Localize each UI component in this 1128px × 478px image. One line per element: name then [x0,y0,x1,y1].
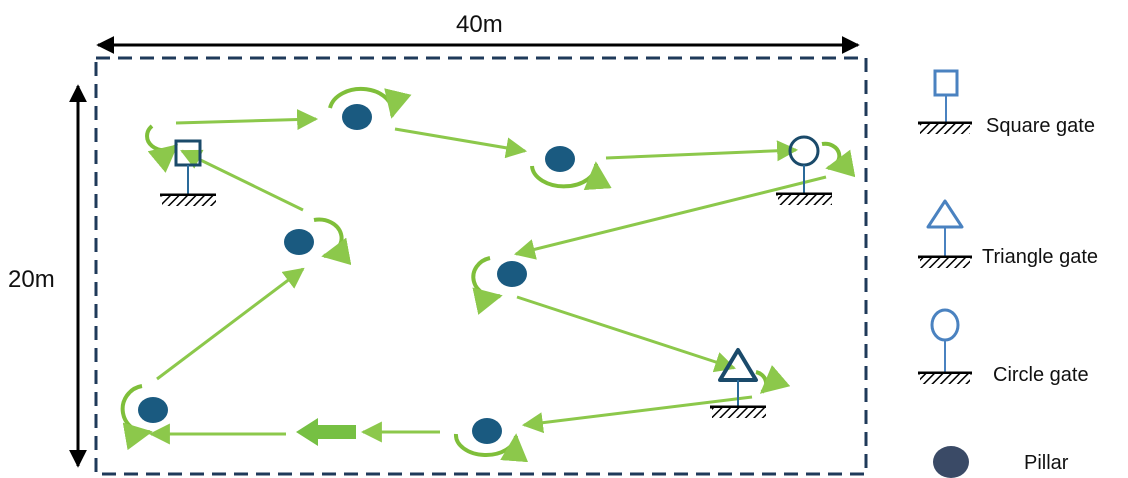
turn-loop [821,141,856,178]
turn-loop [145,124,179,173]
turn-loop [313,217,352,266]
pillars [138,104,575,444]
turn-loops [120,86,856,463]
turn-loop [755,364,791,394]
turn-loop [530,161,612,191]
triangle-gate [710,348,766,418]
path-segment [521,395,753,434]
height-label: 20m [8,266,55,293]
path-segment [513,175,827,260]
start-direction-arrow [296,418,356,446]
pillar [342,104,372,130]
turn-loop [120,384,153,451]
path-segment [516,295,736,373]
pillar [138,397,168,423]
turn-loop [328,86,412,119]
circle-gate [776,135,832,205]
path-segment [175,109,319,131]
path-segment [394,127,528,159]
legend-square-gate-icon [918,69,972,134]
legend-square-gate-label: Square gate [986,115,1095,137]
path-segment [156,267,305,381]
legend-pillar-label: Pillar [1024,452,1069,474]
path-segment [605,140,799,162]
legend-circle-gate-icon [918,308,972,384]
width-label: 40m [456,11,503,38]
square-gate [160,139,216,206]
legend-triangle-gate-icon [918,199,972,268]
turn-loop [453,433,529,463]
pillar [472,418,502,444]
path-segment [180,149,304,212]
pillar [545,146,575,172]
pillar [284,229,314,255]
flight-path [148,109,827,445]
legend-circle-gate-label: Circle gate [993,364,1089,386]
turn-loop [471,256,503,315]
legend-pillar-icon [933,446,969,478]
field-boundary [94,56,868,476]
legend-triangle-gate-label: Triangle gate [982,246,1098,268]
pillar [497,261,527,287]
